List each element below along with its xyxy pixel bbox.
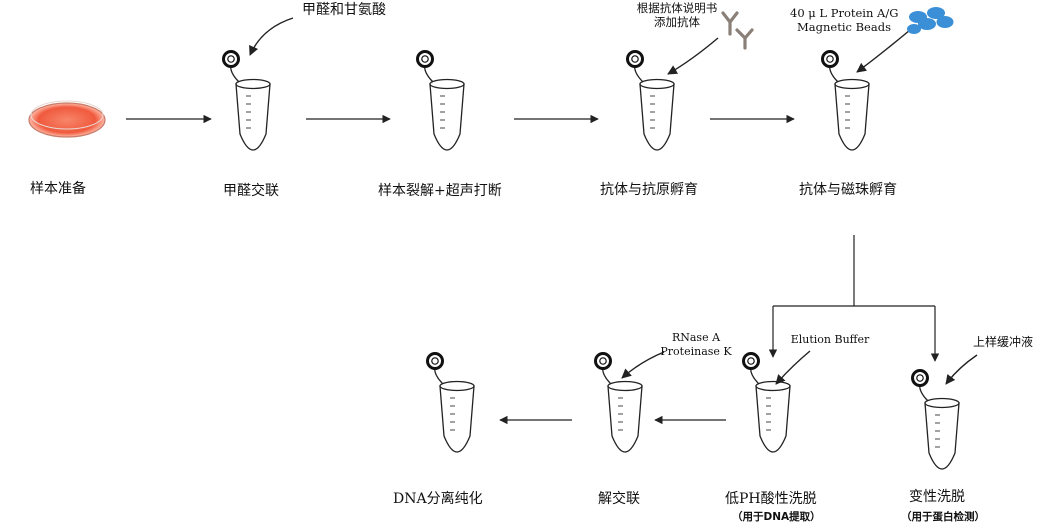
reagent-arrow-antibody xyxy=(667,37,719,75)
step-label-lysis: 样本裂解+超声打断 xyxy=(378,183,502,199)
step-note-protein-detection: （用于蛋白检测） xyxy=(901,511,985,523)
tube-crosslink-icon xyxy=(222,50,272,152)
reagent-label-enzyme-line2: Proteinase K xyxy=(660,344,732,358)
reagent-label-enzymes: RNase A Proteinase K xyxy=(658,331,734,359)
step-note-dna-extraction: （用于DNA提取） xyxy=(732,511,821,523)
reagent-label-antibody: 根据抗体说明书 添加抗体 xyxy=(634,1,720,30)
reagent-label-antibody-line1: 根据抗体说明书 xyxy=(636,1,718,15)
reagent-label-elution-buffer: Elution Buffer xyxy=(790,333,870,346)
reagent-label-enzyme-line1: RNase A xyxy=(671,331,721,344)
reagent-label-antibody-line2: 添加抗体 xyxy=(654,15,700,30)
step-label-crosslink: 甲醛交联 xyxy=(223,183,279,199)
reagent-arrow-beads xyxy=(856,29,911,73)
reagent-label-beads-line1: 40 μ L Protein A/G xyxy=(790,6,899,20)
step-label-low-ph-elution: 低PH酸性洗脱 xyxy=(725,491,817,507)
reagent-arrow-enzyme xyxy=(621,351,665,379)
reagent-arrow-elution-buffer xyxy=(775,350,811,385)
tube-bead-incubation-icon xyxy=(821,50,871,152)
tube-low-ph-elution-icon xyxy=(742,352,792,454)
tube-lysis-icon xyxy=(416,50,466,152)
petri-dish-icon xyxy=(28,100,106,138)
reagent-arrow-crosslink xyxy=(249,17,294,56)
reagent-arrow-loading-buffer xyxy=(945,354,978,385)
step-label-dna-purify: DNA分离纯化 xyxy=(393,491,483,507)
antibody-icon xyxy=(721,11,754,50)
tube-dna-purify-icon xyxy=(426,352,476,454)
tube-denature-elution-icon xyxy=(911,369,961,471)
step-label-denature-elution: 变性洗脱 xyxy=(909,489,965,505)
magnetic-beads-icon xyxy=(907,7,954,34)
reagent-label-loading-buffer: 上样缓冲液 xyxy=(972,335,1033,349)
reagent-label-beads: 40 μ L Protein A/G Magnetic Beads xyxy=(790,6,898,35)
step-label-bead-incubation: 抗体与磁珠孵育 xyxy=(799,182,897,198)
branch-connector xyxy=(768,235,940,362)
tube-antibody-incubation-icon xyxy=(626,50,676,152)
reagent-label-beads-line2: Magnetic Beads xyxy=(797,20,891,35)
reagent-label-crosslink: 甲醛和甘氨酸 xyxy=(302,2,386,18)
step-label-reverse-crosslink: 解交联 xyxy=(598,491,640,507)
step-label-antibody-incubation: 抗体与抗原孵育 xyxy=(600,182,698,198)
step-label-sample-prep: 样本准备 xyxy=(30,181,86,197)
